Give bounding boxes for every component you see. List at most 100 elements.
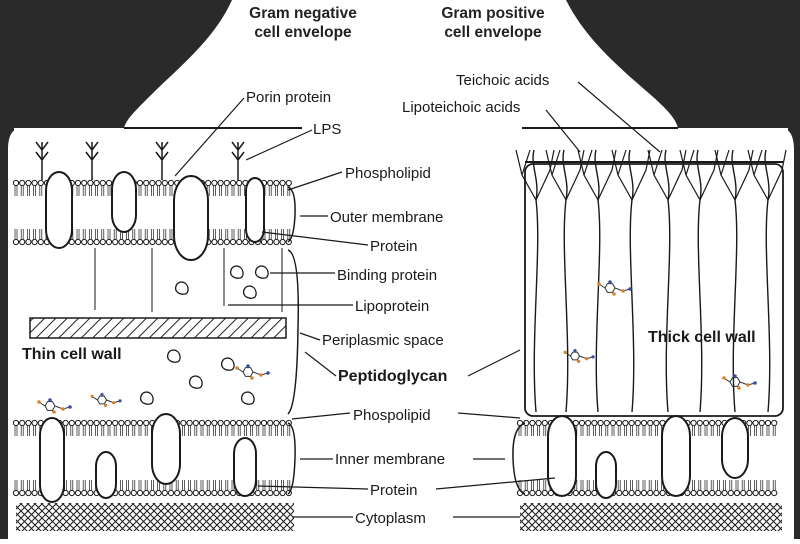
lipid-tail [543, 426, 547, 490]
lipid-head [764, 489, 772, 497]
lipid-tail [704, 426, 708, 490]
binding-protein [188, 375, 203, 389]
lipid-tail [772, 426, 776, 490]
lipid-head [143, 419, 150, 427]
lipid-head [130, 489, 137, 497]
lipid-tail [219, 426, 222, 490]
lipid-head [709, 489, 716, 497]
lipid-head [529, 489, 536, 497]
binding-protein [254, 265, 269, 279]
lipid-head [541, 419, 548, 427]
lipid-head [746, 419, 753, 427]
lipid-head [260, 419, 268, 427]
lipid-tail [231, 186, 235, 239]
lipid-head [118, 419, 125, 427]
molecule-atom [68, 405, 72, 409]
lipid-head [19, 238, 26, 246]
lipid-head [161, 238, 168, 246]
lipid-head [124, 238, 131, 246]
lipid-tail [642, 426, 646, 490]
lipid-head [118, 489, 125, 497]
lipid-head [746, 489, 753, 497]
lipid-tail [268, 426, 272, 490]
binding-protein [166, 349, 181, 363]
outer-membrane-protein [45, 171, 73, 249]
lipid-tail [256, 426, 260, 490]
teichoic-acid-strand [696, 149, 703, 413]
lipid-head [25, 419, 32, 427]
lipid-tail [126, 426, 129, 490]
lipid-head [653, 489, 660, 497]
lipid-head [578, 489, 586, 497]
inner-membrane-protein [95, 451, 117, 499]
lipid-head [136, 419, 144, 427]
lps-chain [85, 141, 99, 180]
lipid-tail [120, 426, 123, 490]
gp-cytoplasm-fill [520, 503, 782, 531]
lipid-head [758, 489, 765, 497]
lipid-tail [717, 426, 720, 490]
lipid-head [634, 489, 641, 497]
lipid-head [19, 419, 26, 427]
lipid-head [198, 489, 206, 497]
lipid-tail [144, 426, 148, 490]
lipid-head [229, 238, 237, 246]
lipid-tail [225, 426, 229, 490]
lipid-head [81, 419, 88, 427]
outer-membrane-protein [111, 171, 137, 233]
lipid-tail [163, 186, 167, 239]
lipid-head [273, 238, 280, 246]
lipid-head [236, 419, 243, 427]
lipid-head [279, 238, 286, 246]
lipid-head [124, 419, 131, 427]
lipid-head [236, 179, 243, 187]
lipid-head [149, 489, 156, 497]
lipid-head [167, 179, 175, 187]
lipid-head [155, 238, 162, 246]
lps-chain [155, 141, 169, 180]
lipid-head [81, 238, 88, 246]
lipid-head [248, 419, 255, 427]
label-protein-bottom: Protein [370, 482, 418, 499]
lipid-tail [237, 186, 241, 239]
lipid-head [136, 489, 144, 497]
lipid-tail [605, 426, 609, 490]
lipid-head [130, 238, 137, 246]
teichoic-acid-branch [545, 149, 585, 201]
lipid-tail [219, 186, 222, 239]
lipid-head [87, 238, 94, 246]
lipid-head [709, 419, 716, 427]
lipid-tail [138, 426, 142, 490]
lipid-head [211, 489, 218, 497]
lipid-tail [287, 186, 291, 239]
drug-molecule [722, 374, 757, 390]
label-cytoplasm: Cytoplasm [355, 510, 426, 527]
teichoic-acid-strand [628, 149, 635, 413]
label-periplasmic-space: Periplasmic space [322, 332, 444, 349]
lipid-head [205, 419, 212, 427]
lipid-head [155, 489, 162, 497]
lipid-tail [157, 186, 160, 239]
lipid-tail [27, 426, 30, 490]
lipid-head [81, 179, 88, 187]
lipid-tail [281, 426, 284, 490]
lipid-head [260, 238, 268, 246]
lipid-tail [537, 426, 540, 490]
teichoic-acid-branch [747, 149, 787, 201]
lipid-tail [275, 426, 278, 490]
lipid-tail [107, 186, 111, 239]
lipid-head [702, 419, 710, 427]
lipid-head [217, 238, 224, 246]
lipid-head [12, 238, 20, 246]
molecule-atom [246, 364, 250, 368]
lipid-head [93, 238, 100, 246]
lipid-head [211, 179, 218, 187]
lipid-head [223, 419, 230, 427]
lipid-head [535, 489, 542, 497]
leader-phospho-bottom-right [457, 412, 521, 419]
leader-phospho-bottom-left [291, 412, 351, 420]
lipid-head [180, 419, 187, 427]
